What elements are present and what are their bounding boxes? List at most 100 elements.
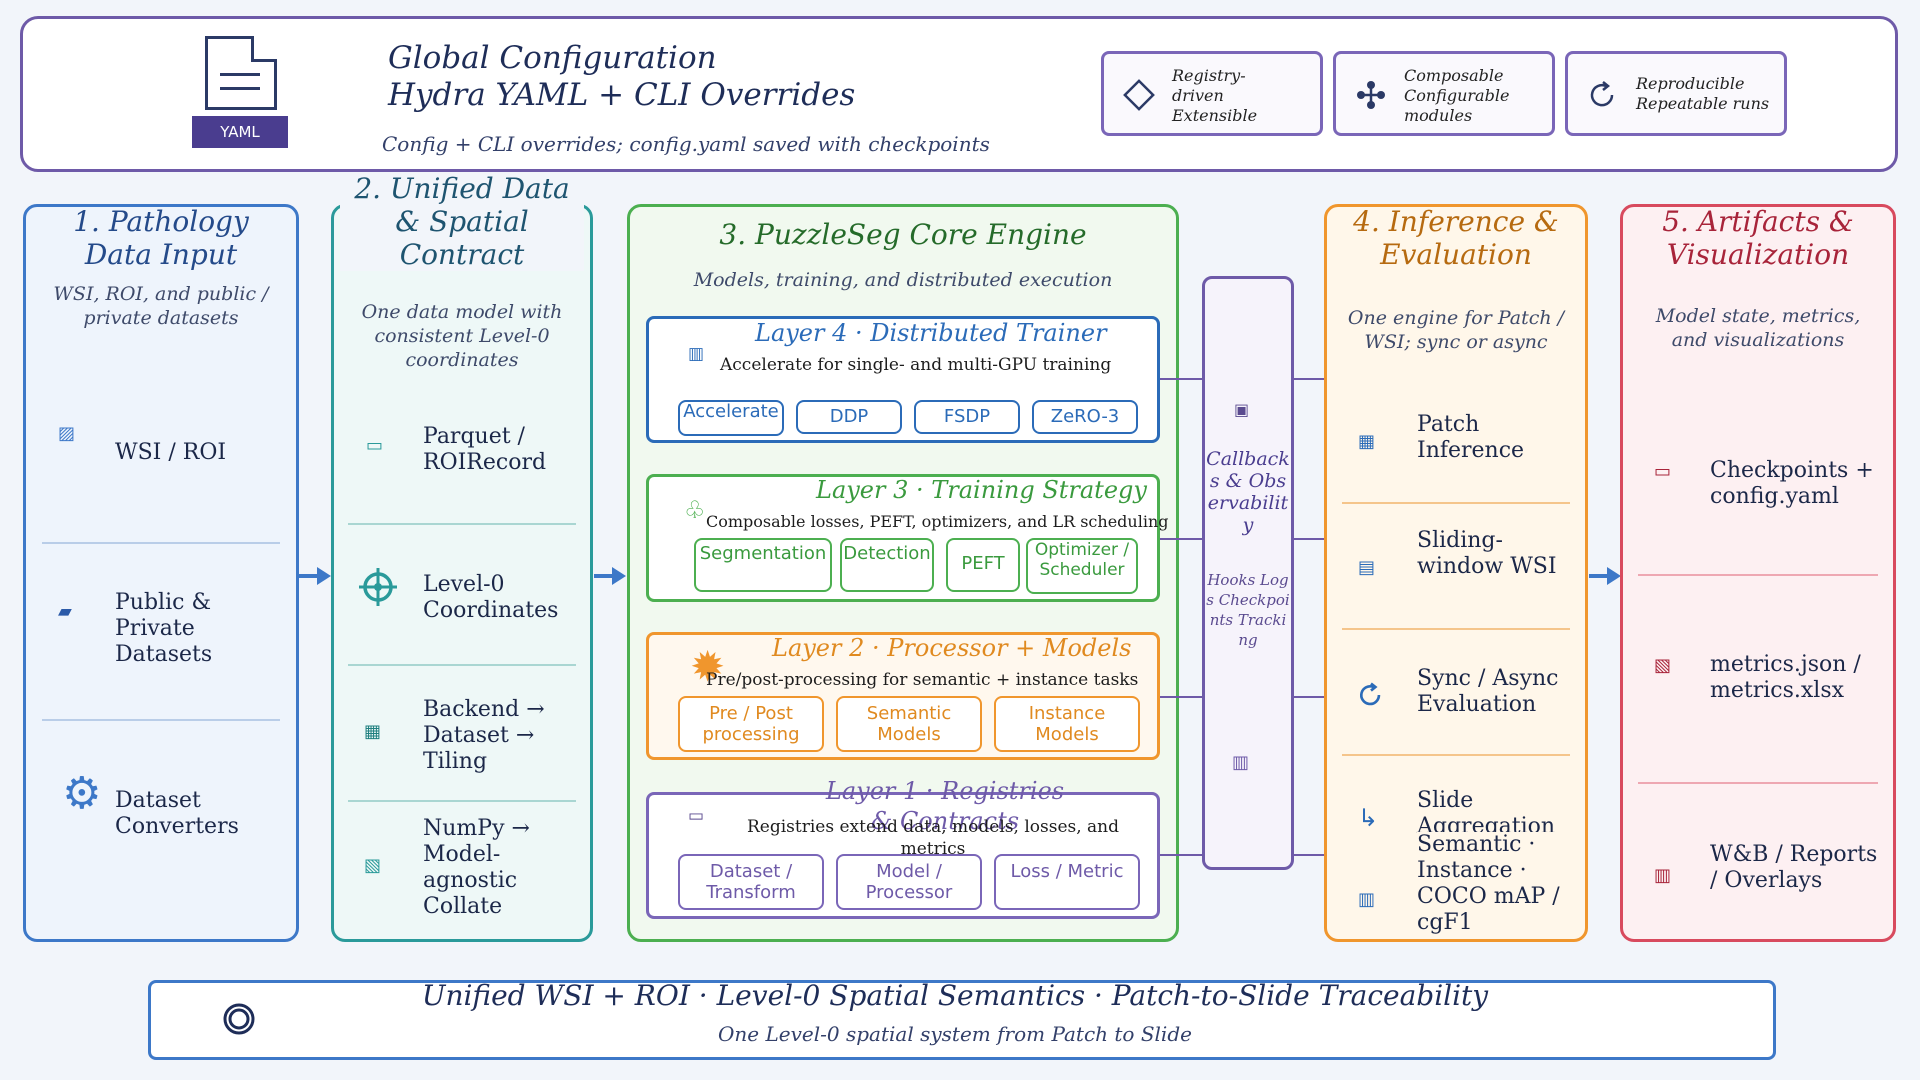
- checkpoint-icon: ▭: [1654, 461, 1672, 482]
- footer-subtitle: One Level-0 spatial system from Patch to…: [718, 1022, 1192, 1046]
- wsi-icon: ▨: [58, 423, 76, 444]
- connector: [1294, 378, 1326, 380]
- col3-title: 3. PuzzleSeg Core Engine: [719, 218, 1087, 251]
- callbacks-observability: [1202, 276, 1294, 870]
- header-subtitle: Config + CLI overrides; config.yaml save…: [382, 132, 990, 156]
- col1-item-wsi-roi: WSI / ROI: [115, 440, 227, 465]
- chip-optimizer: Optimizer / Scheduler: [1026, 538, 1138, 594]
- divider: [348, 523, 576, 525]
- column-artifacts: [1620, 204, 1896, 942]
- grid-icon: ▦: [1358, 431, 1376, 452]
- footer-panel: [148, 980, 1776, 1060]
- chip-peft: PEFT: [946, 538, 1020, 592]
- feature-registry: Registry- driven Extensible: [1101, 51, 1323, 136]
- crosshair-icon: [357, 566, 399, 613]
- header-title-line2: Hydra YAML + CLI Overrides: [388, 77, 856, 113]
- refresh-icon: [1586, 78, 1620, 119]
- layer4-desc: Accelerate for single- and multi-GPU tra…: [720, 355, 1112, 375]
- col5-item-metrics: metrics.json / metrics.xlsx: [1710, 652, 1861, 703]
- col1-item-converters: Dataset Converters: [115, 788, 239, 839]
- chip-zero3: ZeRO-3: [1032, 400, 1138, 434]
- connector: [1294, 696, 1326, 698]
- connector: [1160, 378, 1204, 380]
- return-arrow-icon: ↳: [1358, 804, 1379, 832]
- feature-reproducible: Reproducible Repeatable runs: [1565, 51, 1787, 136]
- connector: [1160, 538, 1204, 540]
- col2-item-level0: Level-0 Coordinates: [423, 572, 559, 623]
- connector: [1294, 538, 1326, 540]
- callbacks-title: Callbacks & Observability: [1206, 448, 1290, 536]
- feature-registry-text: Registry- driven Extensible: [1172, 66, 1258, 125]
- layer4-title: Layer 4 · Distributed Trainer: [755, 319, 1107, 347]
- chip-semantic-models: Semantic Models: [836, 696, 982, 752]
- divider: [1342, 628, 1570, 630]
- chip-fsdp: FSDP: [914, 400, 1020, 434]
- column-data-input: [23, 204, 299, 942]
- window-icon: ▤: [1358, 557, 1376, 578]
- chip-detection: Detection: [840, 538, 934, 592]
- gear-icon: ⚙: [62, 768, 102, 819]
- col4-subtitle: One engine for Patch / WSI; sync or asyn…: [1347, 307, 1565, 353]
- flow-arrow: [299, 567, 331, 585]
- header-title: Global Configuration Hydra YAML + CLI Ov…: [388, 40, 855, 114]
- divider: [1638, 574, 1878, 576]
- flow-arrow: [1589, 567, 1621, 585]
- divider: [348, 800, 576, 802]
- layer2-desc: Pre/post-processing for semantic + insta…: [706, 670, 1139, 690]
- col1-title: 1. Pathology Data Input: [73, 205, 249, 271]
- chip-icon: ▥: [688, 344, 705, 364]
- grid-icon: ▥: [1232, 752, 1250, 773]
- col5-title: 5. Artifacts & Visualization: [1662, 205, 1854, 271]
- modules-icon: [1354, 78, 1388, 119]
- collate-icon: ▧: [364, 855, 382, 876]
- column-inference: [1324, 204, 1588, 942]
- metrics-file-icon: ▧: [1654, 655, 1672, 676]
- col4-item-sync-async: Sync / Async Evaluation: [1417, 666, 1559, 717]
- chip-model-processor: Model / Processor: [836, 854, 982, 910]
- gear-icon: ✹: [690, 642, 726, 691]
- yaml-badge: YAML: [192, 116, 288, 148]
- layer2-title: Layer 2 · Processor + Models: [772, 634, 1132, 662]
- grid-icon: ▦: [364, 721, 382, 742]
- yaml-file-icon: [205, 36, 277, 110]
- col4-item-patch: Patch Inference: [1417, 412, 1525, 463]
- layer1-title: Layer 1 · Registries & Contracts: [825, 777, 1065, 835]
- divider: [42, 719, 280, 721]
- feature-composable: Composable Configurable modules: [1333, 51, 1555, 136]
- callbacks-subtitle: Hooks Logs Checkpoints Tracking: [1206, 571, 1290, 649]
- parquet-icon: ▭: [366, 435, 384, 456]
- connector: [1294, 854, 1326, 856]
- chip-dataset-transform: Dataset / Transform: [678, 854, 824, 910]
- divider: [348, 664, 576, 666]
- header-title-line1: Global Configuration: [388, 40, 717, 76]
- col1-subtitle: WSI, ROI, and public / private datasets: [53, 283, 269, 329]
- feature-reproducible-text: Reproducible Repeatable runs: [1636, 74, 1770, 113]
- col2-item-parquet: Parquet / ROIRecord: [423, 424, 547, 475]
- clover-icon: ♧: [684, 496, 706, 524]
- col2-item-collate: NumPy → Model-agnostic Collate: [423, 816, 530, 919]
- flow-arrow: [594, 567, 626, 585]
- col2-title: 2. Unified Data & Spatial Contract: [340, 172, 584, 271]
- dataset-icon: ▰: [58, 601, 72, 622]
- col3-subtitle: Models, training, and distributed execut…: [693, 269, 1113, 291]
- col4-title: 4. Inference & Evaluation: [1353, 205, 1559, 271]
- footer-title: Unified WSI + ROI · Level-0 Spatial Sema…: [421, 979, 1489, 1012]
- col5-item-checkpoints: Checkpoints + config.yaml: [1710, 458, 1874, 509]
- col2-item-tiling: Backend → Dataset → Tiling: [423, 697, 545, 774]
- col4-item-sliding: Sliding-window WSI: [1417, 528, 1557, 579]
- col5-subtitle: Model state, metrics, and visualizations: [1655, 305, 1861, 351]
- metrics-icon: ▥: [1358, 889, 1376, 910]
- report-icon: ▥: [1654, 865, 1672, 886]
- chip-loss-metric: Loss / Metric: [994, 854, 1140, 910]
- divider: [1342, 502, 1570, 504]
- divider: [42, 542, 280, 544]
- chip-ddp: DDP: [796, 400, 902, 434]
- diamond-icon: [1122, 78, 1156, 119]
- box-icon: ▭: [688, 806, 705, 826]
- divider: [1638, 782, 1878, 784]
- chip-instance-models: Instance Models: [994, 696, 1140, 752]
- refresh-icon: [1356, 680, 1386, 715]
- chip-accelerate: Accelerate: [678, 400, 784, 436]
- feature-composable-text: Composable Configurable modules: [1404, 66, 1510, 125]
- divider: [1342, 754, 1570, 756]
